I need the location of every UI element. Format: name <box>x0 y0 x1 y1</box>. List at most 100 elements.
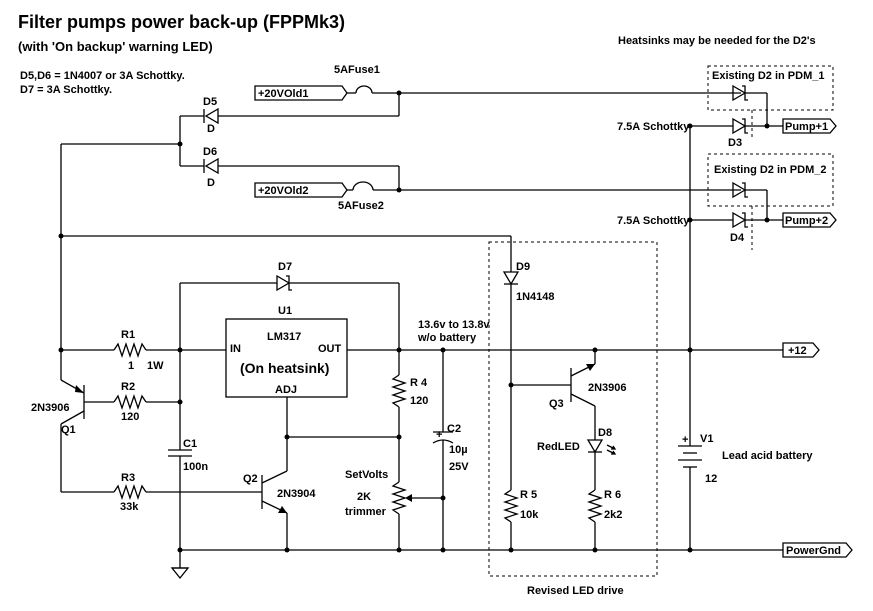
ground-symbol <box>170 567 190 580</box>
d8-type: RedLED <box>537 441 580 453</box>
existing-d2-pdm1-symbol <box>732 84 747 102</box>
r3-label: R3 <box>121 472 135 484</box>
q2-type: 2N3904 <box>277 488 316 500</box>
r4-value: 120 <box>410 395 428 407</box>
heatsink-note: Heatsinks may be needed for the D2's <box>618 35 816 47</box>
r1-label: R1 <box>121 329 135 341</box>
pump1-port <box>782 118 837 134</box>
d5-symbol <box>204 107 219 125</box>
d2-pdm1-label: Existing D2 in PDM_1 <box>712 70 824 82</box>
pin-in-label: IN <box>230 343 241 355</box>
q1-transistor: 2N3906 Q1 <box>31 379 114 492</box>
pin-out-label: OUT <box>318 343 342 355</box>
r3-value: 33k <box>120 501 139 513</box>
vout-note-1: 13.6v to 13.8v <box>418 319 490 331</box>
r6-label: R 6 <box>604 489 621 501</box>
existing-d2-pdm2-symbol <box>732 181 747 199</box>
plus12-label: +12 <box>788 345 807 357</box>
fuse2-symbol <box>352 181 374 191</box>
d9-symbol <box>502 271 520 286</box>
setvolts-label: SetVolts <box>345 469 388 481</box>
d5-type: D <box>207 123 215 135</box>
powergnd-rail: PowerGnd <box>177 542 853 558</box>
lm317-regulator: U1 LM317 (On heatsink) IN OUT ADJ <box>225 305 348 398</box>
c1-label: C1 <box>183 438 197 450</box>
r2-value: 120 <box>121 411 139 423</box>
battery-label: Lead acid battery <box>722 450 813 462</box>
battery-value: 12 <box>705 473 717 485</box>
r5-label: R 5 <box>520 489 537 501</box>
r1-value: 1 <box>128 360 134 372</box>
d6-type: D <box>207 177 215 189</box>
d4-schottky-label: 7.5A Schottky <box>617 215 690 227</box>
pump1-label: Pump+1 <box>785 121 828 133</box>
vout-note-2: w/o battery <box>417 332 477 344</box>
page-title: Filter pumps power back-up (FPPMk3) <box>18 12 345 32</box>
r5-value: 10k <box>520 509 539 521</box>
fuse-section: +20VOld1 5AFuse1 +20VOld2 5AFuse2 <box>254 64 741 212</box>
r5-symbol <box>502 489 520 523</box>
d3-label: D3 <box>728 137 742 149</box>
d2-pdm2-label: Existing D2 in PDM_2 <box>714 164 826 176</box>
pin-adj-label: ADJ <box>275 384 297 396</box>
c1-value: 100n <box>183 461 208 473</box>
r3-section: R3 33k <box>61 472 262 513</box>
vold2-label: +20VOld2 <box>258 185 308 197</box>
c2-section: + C2 10µ 25V <box>432 350 469 550</box>
trimmer-value: 2K <box>357 491 371 503</box>
c2-plus: + <box>436 429 442 441</box>
d9-label: D9 <box>516 261 530 273</box>
d3-symbol <box>732 117 747 135</box>
q2-label: Q2 <box>243 473 258 485</box>
trimmer-section: SetVolts 2K trimmer <box>345 469 446 550</box>
r1-symbol <box>113 341 147 359</box>
vold1-port <box>254 85 348 101</box>
d6-label: D6 <box>203 146 217 158</box>
revised-led-drive: Revised LED drive D9 1N4148 2N3906 Q3 D8… <box>488 241 658 597</box>
r2-label: R2 <box>121 381 135 393</box>
c2-label: C2 <box>447 423 461 435</box>
pump1-branch: Existing D2 in PDM_1 7.5A Schottky D3 Pu… <box>617 65 837 149</box>
d7-label: D7 <box>278 261 292 273</box>
vold2-port <box>254 182 348 198</box>
r4-symbol <box>390 374 408 408</box>
r4-section: R 4 120 <box>390 350 428 482</box>
d8-led-symbol <box>586 439 604 454</box>
plus12-rail: +12 13.6v to 13.8v w/o battery <box>347 319 820 358</box>
r2-symbol <box>113 393 147 411</box>
r6-value: 2k2 <box>604 509 622 521</box>
d5-d6-section: D5 D D6 D <box>60 90 402 380</box>
pump2-branch: Existing D2 in PDM_2 7.5A Schottky D4 Pu… <box>617 153 837 250</box>
fuse1-symbol <box>355 85 373 94</box>
d7-section: D7 <box>179 261 400 350</box>
v1-label: V1 <box>700 433 713 445</box>
r3-symbol <box>113 483 147 501</box>
q1-type: 2N3906 <box>31 402 70 414</box>
d4-label: D4 <box>730 232 745 244</box>
d6-symbol <box>204 157 219 175</box>
battery-section: + V1 Lead acid battery 12 <box>678 123 813 550</box>
d7-symbol <box>276 274 291 292</box>
fuse1-label: 5AFuse1 <box>334 64 380 76</box>
vold1-label: +20VOld1 <box>258 88 308 100</box>
r6-symbol <box>586 489 604 523</box>
d8-label: D8 <box>598 427 612 439</box>
r1-power: 1W <box>147 360 164 372</box>
note-d7: D7 = 3A Schottky. <box>20 84 112 96</box>
note-d5-d6: D5,D6 = 1N4007 or 3A Schottky. <box>20 70 185 82</box>
d5-label: D5 <box>203 96 217 108</box>
lm317-label: LM317 <box>267 331 301 343</box>
r2-section: R2 120 <box>113 381 183 423</box>
q1-label: Q1 <box>61 424 76 436</box>
c1-section: C1 100n <box>168 350 208 580</box>
u1-label: U1 <box>278 305 292 317</box>
fuse2-label: 5AFuse2 <box>338 200 384 212</box>
plus12-port <box>782 342 820 358</box>
powergnd-port <box>782 542 853 558</box>
trimmer-symbol <box>390 481 408 515</box>
q3-label: Q3 <box>549 398 564 410</box>
q2-transistor: Q2 2N3904 <box>243 397 316 550</box>
powergnd-label: PowerGnd <box>786 545 841 557</box>
q3-type: 2N3906 <box>588 382 627 394</box>
